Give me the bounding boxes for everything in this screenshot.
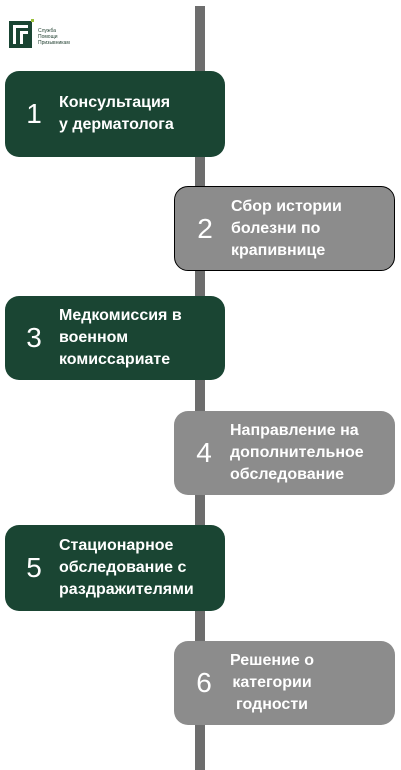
logo-line-2: Помощи [38, 34, 58, 40]
logo-text: Служба Помощи Призывникам [38, 28, 70, 46]
step-number: 1 [26, 98, 42, 129]
logo-line-1: Служба [38, 28, 57, 34]
step-number: 4 [196, 437, 212, 468]
timeline-line [195, 6, 205, 770]
step-number: 5 [26, 552, 42, 583]
step-4: 4 Направление на дополнительное обследов… [174, 411, 395, 495]
logo-line-3: Призывникам [38, 40, 70, 46]
logo-icon [9, 19, 34, 48]
step-text: Направление на дополнительное обследован… [230, 422, 364, 483]
step-2: 2 Сбор истории болезни по крапивнице [174, 186, 395, 271]
step-text: Медкомиссия в военном комиссариате [59, 307, 182, 368]
step-6: 6 Решение о категории годности [174, 641, 395, 725]
step-text: Консультация у дерматолога [59, 94, 174, 133]
logo: Служба Помощи Призывникам [9, 19, 70, 48]
step-text: Решение о категории годности [230, 652, 315, 713]
step-text: Стационарное обследование с раздражителя… [59, 537, 194, 598]
step-text: Сбор истории болезни по крапивнице [231, 197, 342, 259]
step-3: 3 Медкомиссия в военном комиссариате [5, 296, 225, 380]
step-number: 3 [26, 322, 42, 353]
step-1: 1 Консультация у дерматолога [5, 71, 225, 157]
step-5: 5 Стационарное обследование с раздражите… [5, 525, 225, 611]
step-number: 2 [197, 212, 213, 244]
step-number: 6 [196, 667, 212, 698]
